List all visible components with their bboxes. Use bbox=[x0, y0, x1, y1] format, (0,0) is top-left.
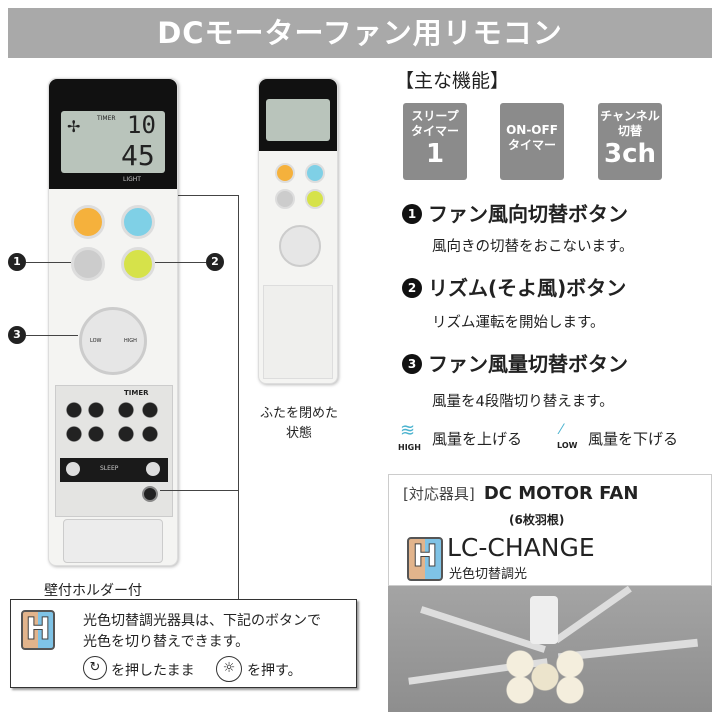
lcd-bottom-digits: 45 bbox=[121, 139, 155, 172]
gray-button[interactable] bbox=[275, 189, 295, 209]
high-text: 風量を上げる bbox=[432, 430, 523, 448]
note-text: を押したまま bbox=[111, 663, 195, 679]
feature-text: ON-OFF bbox=[506, 123, 558, 137]
light-icon: ☼ bbox=[216, 656, 242, 682]
wall-holder bbox=[63, 519, 163, 563]
timer-label: TIMER bbox=[124, 389, 149, 397]
fan-lights bbox=[500, 644, 590, 704]
high-label: HIGH bbox=[124, 338, 137, 344]
power-small-button[interactable] bbox=[142, 486, 158, 502]
high-wind-icon: ≋ bbox=[400, 420, 416, 441]
holder-caption: 壁付ホルダー付 bbox=[44, 583, 142, 599]
low-text: 風量を下げる bbox=[588, 430, 679, 448]
lcd-top-digits: 10 bbox=[127, 111, 156, 139]
title-text: リズム(そよ風)ボタン bbox=[428, 276, 627, 300]
compat-sub: (6枚羽根) bbox=[509, 513, 565, 527]
sleep-label: SLEEP bbox=[100, 465, 119, 472]
feature-text: タイマー bbox=[410, 124, 459, 138]
fan-motor bbox=[530, 596, 558, 644]
connector-line bbox=[178, 195, 238, 196]
fan-swing-button[interactable] bbox=[71, 247, 105, 281]
lcd-light-label: LIGHT bbox=[123, 176, 141, 183]
title-text: ファン風向切替ボタン bbox=[428, 202, 628, 226]
fan-direction-button[interactable] bbox=[71, 205, 105, 239]
cover bbox=[263, 285, 333, 379]
lcd-screen bbox=[266, 99, 330, 141]
feature-2-title: 2 リズム(そよ風)ボタン bbox=[402, 272, 626, 301]
connector-line bbox=[238, 195, 239, 600]
lcd-timer: TIMER bbox=[97, 115, 116, 122]
compat-product: DC MOTOR FAN bbox=[483, 483, 639, 504]
closed-caption: ふたを閉めた 状態 bbox=[254, 404, 344, 444]
timer-buttons[interactable] bbox=[114, 400, 162, 444]
feature-channel: チャンネル 切替 3ch bbox=[598, 103, 662, 180]
power-icon: ↻ bbox=[83, 656, 107, 680]
feature-text: タイマー bbox=[507, 138, 556, 152]
feature-value: 1 bbox=[425, 139, 445, 169]
connector-line bbox=[160, 490, 238, 491]
compat-line: [対応器具] DC MOTOR FAN bbox=[403, 483, 638, 504]
callout-1: 1 bbox=[8, 253, 26, 271]
fan-small-button[interactable] bbox=[66, 462, 80, 476]
page-title: DCモーターファン用リモコン bbox=[8, 8, 712, 58]
feature-onoff-timer: ON-OFF タイマー bbox=[500, 103, 564, 180]
lcd-screen: ✢ TIMER 10 45 bbox=[61, 111, 165, 173]
feature-2-desc: リズム運転を開始します。 bbox=[432, 315, 605, 331]
low-label: LOW bbox=[557, 441, 578, 450]
feature-text: 切替 bbox=[617, 124, 642, 138]
lc-change-icon: H bbox=[407, 537, 443, 581]
feature-sleep-timer: スリープ タイマー 1 bbox=[403, 103, 467, 180]
rhythm-button[interactable] bbox=[121, 247, 155, 281]
ceiling-fan-photo bbox=[388, 586, 712, 712]
feature-3-title: 3 ファン風量切替ボタン bbox=[402, 348, 628, 377]
dpad[interactable] bbox=[279, 225, 321, 267]
callout-line bbox=[155, 262, 206, 263]
note-text: を押す。 bbox=[247, 663, 302, 679]
compat-box: [対応器具] DC MOTOR FAN (6枚羽根) H LC-CHANGE 光… bbox=[388, 474, 712, 586]
feature-1-desc: 風向きの切替をおこないます。 bbox=[432, 239, 634, 255]
note-line: 光色を切り替えできます。 bbox=[83, 634, 250, 650]
title-text: ファン風量切替ボタン bbox=[428, 352, 628, 376]
time-buttons[interactable] bbox=[64, 400, 106, 444]
note-box: H 光色切替調光器具は、下記のボタンで 光色を切り替えできます。 ↻ を押したま… bbox=[10, 599, 357, 688]
lower-panel: TIMER SLEEP bbox=[55, 385, 173, 517]
callout-line bbox=[26, 335, 78, 336]
callout-2: 2 bbox=[206, 253, 224, 271]
number-badge: 1 bbox=[402, 204, 422, 224]
low-wind-icon: ⁄ bbox=[560, 422, 563, 438]
feature-value: 3ch bbox=[603, 139, 656, 169]
caption-line: 状態 bbox=[285, 426, 312, 441]
feature-3-desc: 風量を4段階切り替えます。 bbox=[432, 394, 614, 410]
lc-change-label: LC-CHANGE bbox=[447, 533, 595, 562]
high-label: HIGH bbox=[398, 443, 421, 452]
callout-3: 3 bbox=[8, 326, 26, 344]
note-line: 光色切替調光器具は、下記のボタンで bbox=[83, 613, 321, 629]
lcd-housing bbox=[259, 79, 337, 151]
fan-speed-dpad[interactable]: LOW HIGH bbox=[79, 307, 147, 375]
blue-button[interactable] bbox=[305, 163, 325, 183]
orange-button[interactable] bbox=[275, 163, 295, 183]
number-badge: 3 bbox=[402, 354, 422, 374]
lcd-housing: ✢ TIMER 10 45 LIGHT bbox=[49, 79, 177, 189]
feature-text: スリープ bbox=[411, 109, 459, 123]
features-heading: 【主な機能】 bbox=[395, 70, 510, 92]
caption-line: ふたを閉めた bbox=[259, 406, 338, 421]
light-small-button[interactable] bbox=[146, 462, 160, 476]
fan-icon: ✢ bbox=[67, 117, 81, 136]
low-label: LOW bbox=[90, 338, 102, 344]
fan-icon-button[interactable] bbox=[121, 205, 155, 239]
feature-text: チャンネル bbox=[600, 109, 660, 123]
number-badge: 2 bbox=[402, 278, 422, 298]
fan-blade bbox=[554, 586, 632, 644]
compat-label: [対応器具] bbox=[403, 485, 475, 503]
remote-closed bbox=[258, 78, 338, 384]
callout-line bbox=[26, 262, 71, 263]
yellow-button[interactable] bbox=[305, 189, 325, 209]
lc-change-icon: H bbox=[21, 610, 55, 650]
sleep-strip: SLEEP bbox=[60, 458, 168, 482]
lc-change-sub: 光色切替調光 bbox=[449, 567, 528, 582]
remote-open: ✢ TIMER 10 45 LIGHT LOW HIGH TIMER SLEEP bbox=[48, 78, 178, 566]
feature-1-title: 1 ファン風向切替ボタン bbox=[402, 198, 628, 227]
